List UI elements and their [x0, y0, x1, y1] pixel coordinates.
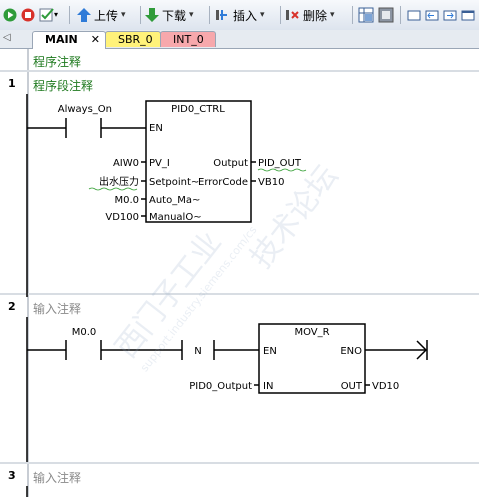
- network-number: 3: [8, 469, 16, 482]
- block-name: PID0_CTRL: [171, 104, 225, 115]
- network-delete-button[interactable]: [378, 5, 394, 25]
- watermark-line2: 技术论坛: [244, 159, 345, 275]
- nav-back-icon: [425, 10, 439, 21]
- stop-icon: [21, 8, 35, 22]
- chevron-down-icon: ▾: [121, 10, 126, 20]
- network-divider: [0, 293, 479, 295]
- en-pin: EN: [263, 346, 277, 357]
- network-divider: [0, 462, 479, 464]
- arrow-right-icon: [416, 340, 428, 360]
- tab-main[interactable]: MAIN ✕: [32, 31, 106, 49]
- input-operand[interactable]: AIW0: [113, 158, 139, 169]
- tab-main-label: MAIN: [45, 33, 78, 46]
- download-arrow-icon: [145, 8, 159, 22]
- input-operand[interactable]: PID0_Output: [189, 381, 252, 392]
- tab-int0[interactable]: INT_0: [160, 31, 216, 47]
- contact-operand: Always_On: [58, 104, 112, 115]
- insert-button[interactable]: 插入 ▾: [215, 5, 265, 25]
- svg-text:▾: ▾: [54, 10, 58, 19]
- box-view-button[interactable]: [407, 5, 421, 25]
- scroll-left-icon[interactable]: ◁: [3, 32, 11, 43]
- line-number-gutter: [0, 49, 29, 497]
- block-name: MOV_R: [294, 327, 329, 338]
- upload-button[interactable]: 上传 ▾: [76, 5, 126, 25]
- input-operand[interactable]: M0.0: [114, 195, 139, 206]
- network-block-icon: [378, 7, 394, 23]
- run-icon: [3, 8, 17, 22]
- delete-button[interactable]: 删除 ▾: [285, 5, 335, 25]
- input-pin: Setpoint~: [149, 177, 199, 188]
- output-operand[interactable]: VD10: [372, 381, 399, 392]
- insert-icon: [216, 10, 227, 20]
- compile-button[interactable]: ▾: [39, 5, 61, 25]
- upload-label: 上传: [94, 8, 119, 23]
- box-icon: [407, 10, 421, 21]
- run-button[interactable]: [3, 5, 17, 25]
- network-comment[interactable]: 程序段注释: [33, 79, 94, 93]
- chevron-down-icon: ▾: [260, 10, 265, 20]
- tab-sbr0-label: SBR_0: [118, 33, 153, 46]
- window-button[interactable]: [461, 5, 475, 25]
- watermark-line1: 西门子工业: [109, 225, 229, 365]
- output-pin: Output: [213, 158, 248, 169]
- input-operand[interactable]: VD100: [105, 212, 139, 223]
- network-number: 1: [8, 77, 16, 90]
- chevron-down-icon: ▾: [330, 10, 335, 20]
- input-operand[interactable]: 出水压力: [99, 175, 139, 188]
- nav-forward-icon: [443, 10, 457, 21]
- output-operand[interactable]: PID_OUT: [258, 158, 302, 169]
- network-divider: [0, 70, 479, 72]
- network-insert-button[interactable]: [358, 5, 374, 25]
- nav-back-button[interactable]: [425, 5, 439, 25]
- input-pin: ManualO~: [149, 212, 202, 223]
- tab-int0-label: INT_0: [173, 33, 204, 46]
- main-toolbar: ▾ 上传 ▾ 下载 ▾ 插入 ▾ 删除 ▾: [0, 0, 479, 31]
- download-button[interactable]: 下载 ▾: [144, 5, 194, 25]
- output-pin: ErrorCode: [198, 177, 248, 188]
- nav-forward-button[interactable]: [443, 5, 457, 25]
- chevron-down-icon: ▾: [189, 10, 194, 20]
- close-icon[interactable]: ✕: [90, 33, 100, 46]
- watermark: 西门子工业 support.industry.siemens.com/cs: [109, 223, 260, 374]
- upload-arrow-icon: [77, 8, 91, 22]
- compile-check-icon: ▾: [39, 8, 58, 22]
- tab-sbr0[interactable]: SBR_0: [105, 31, 161, 47]
- network-comment[interactable]: 输入注释: [33, 302, 82, 316]
- network-grid-icon: [358, 7, 374, 23]
- download-label: 下载: [162, 8, 187, 23]
- delete-label: 删除: [303, 8, 328, 23]
- window-icon: [461, 10, 475, 21]
- input-pin: IN: [263, 381, 273, 392]
- watermark-url: support.industry.siemens.com/cs: [138, 223, 260, 374]
- contact-operand: M0.0: [72, 327, 97, 338]
- network-number: 2: [8, 300, 16, 313]
- delete-icon: [286, 10, 299, 20]
- pou-tab-bar: ◁ MAIN ✕ SBR_0 INT_0: [0, 30, 479, 49]
- eno-pin: ENO: [340, 346, 362, 357]
- insert-label: 插入: [233, 8, 258, 23]
- input-pin: PV_I: [149, 158, 170, 169]
- network-comment[interactable]: 输入注释: [33, 471, 82, 485]
- edge-label: N: [194, 346, 201, 357]
- output-pin: OUT: [341, 381, 363, 392]
- en-pin: EN: [149, 123, 163, 134]
- mov-function-block[interactable]: [258, 323, 366, 394]
- stop-button[interactable]: [21, 5, 35, 25]
- pid-function-block[interactable]: [145, 100, 252, 223]
- input-pin: Auto_Ma~: [149, 195, 200, 206]
- program-comment[interactable]: 程序注释: [33, 55, 82, 69]
- output-operand[interactable]: VB10: [258, 177, 284, 188]
